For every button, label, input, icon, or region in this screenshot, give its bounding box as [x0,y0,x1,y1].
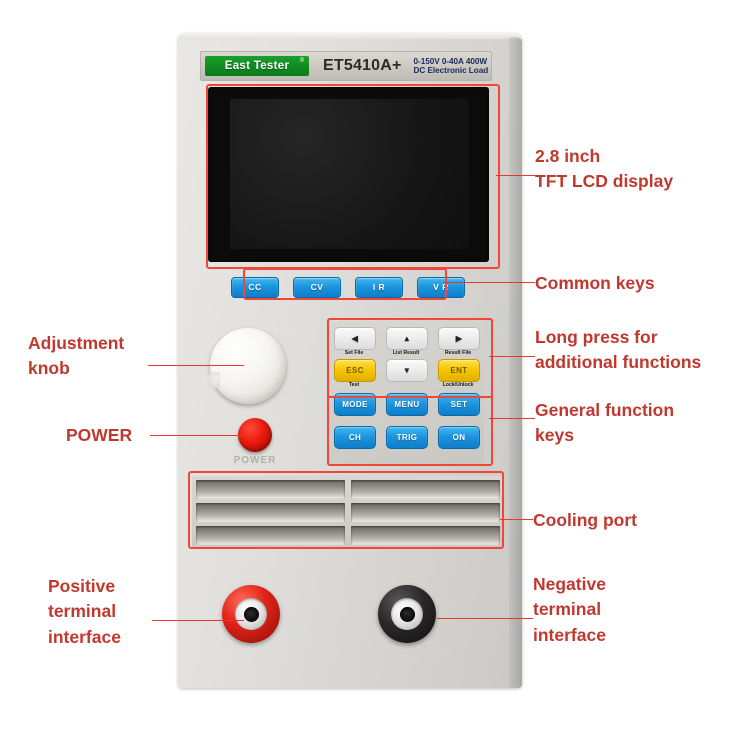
common-key-cc[interactable]: CC [231,276,279,298]
annotation-lcd-line1: 2.8 inch [535,146,601,166]
spec-type: DC Electronic Load [413,66,489,75]
list-result-label: List Result [392,350,420,356]
leader-line-general-keys [489,418,535,419]
set-button[interactable]: SET [438,393,480,416]
annotation-adjustment-knob: Adjustment knob [28,331,148,382]
vent-row [196,480,500,499]
knob-notch [208,372,220,388]
common-key-vr[interactable]: V R [417,276,465,298]
adjustment-knob[interactable] [208,328,286,404]
negative-terminal-ring [391,598,423,630]
positive-terminal-ring [235,598,267,630]
ch-button[interactable]: CH [334,426,376,449]
left-arrow-button[interactable]: ◀ [334,327,376,350]
device-top-edge [178,33,522,39]
trig-button[interactable]: TRIG [386,426,428,449]
power-silkscreen-label: POWER [233,455,277,466]
device-side-wall [509,37,522,688]
annotation-adjustment-line1: Adjustment [28,333,125,353]
annotation-cooling-port: Cooling port [533,510,638,530]
annotation-positive-terminal: Positive terminal interface [48,574,121,650]
trademark-symbol: ® [299,58,304,64]
leader-line-lcd [496,175,538,176]
on-button[interactable]: ON [438,426,480,449]
vent-slot [196,503,345,522]
brand-name: East Tester [224,60,290,72]
annotation-general-keys: General function keys [535,398,674,449]
common-keys-row: CC CV I R V R [223,271,473,303]
ent-button[interactable]: ENT [438,359,480,382]
device-body: East Tester ® ET5410A+ 0-150V 0-40A 400W… [178,33,522,688]
annotation-positive-line2: terminal [48,601,117,622]
vent-row [196,503,500,522]
up-arrow-button[interactable]: ▲ [386,327,428,350]
annotation-lcd: 2.8 inch TFT LCD display [535,144,673,195]
leader-line-adjustment-knob [148,365,244,366]
test-label: Test [348,382,360,388]
vent-slot [196,526,345,545]
vent-slot [351,526,500,545]
keypad-panel: ◀ ▲ ▶ Set File List Result Result File E… [328,321,484,466]
esc-button[interactable]: ESC [334,359,376,382]
annotation-long-press-line1: Long press for [535,327,658,347]
annotation-negative-line2: terminal [533,599,602,620]
annotation-long-press-line2: additional functions [535,352,702,373]
leader-line-long-press [489,356,535,357]
annotation-general-keys-line2: keys [535,425,574,446]
lcd-bezel [208,87,489,262]
annotation-power: POWER [66,425,133,445]
annotation-positive-line3: interface [48,626,121,647]
spec-block: 0-150V 0-40A 400W DC Electronic Load [414,57,489,75]
model-number: ET5410A+ [323,57,402,74]
down-arrow-button[interactable]: ▼ [386,359,428,382]
menu-button[interactable]: MENU [386,393,428,416]
brand-logo: East Tester ® [205,56,309,76]
annotation-positive-line1: Positive [48,576,116,596]
tft-lcd-display[interactable] [230,99,469,249]
annotation-lcd-line2: TFT LCD display [535,171,674,192]
vent-row [196,526,500,545]
vent-slot [351,480,500,499]
mode-button[interactable]: MODE [334,393,376,416]
result-file-label: Result File [444,350,472,356]
annotation-general-keys-line1: General function [535,400,675,420]
vent-slot [196,480,345,499]
positive-terminal-hole [243,606,259,622]
annotation-negative-line1: Negative [533,574,606,594]
leader-line-negative [437,618,533,619]
annotation-common-keys: Common keys [535,273,655,293]
leader-line-common-keys [443,282,535,283]
annotation-long-press: Long press for additional functions [535,325,701,376]
annotation-negative-terminal: Negative terminal interface [533,572,606,648]
vent-slot [351,503,500,522]
positive-terminal[interactable] [222,585,280,643]
leader-line-positive [152,620,244,621]
annotation-adjustment-line2: knob [28,358,70,379]
common-key-cv[interactable]: CV [293,276,341,298]
common-key-ir[interactable]: I R [355,276,403,298]
set-file-label: Set File [344,350,364,356]
lock-unlock-label: Lock/Unlock [442,382,474,388]
right-arrow-button[interactable]: ▶ [438,327,480,350]
spec-rating: 0-150V 0-40A 400W [413,56,488,66]
annotation-negative-line3: interface [533,624,606,645]
leader-line-cooling-port [500,519,533,520]
cooling-port [192,476,504,549]
negative-terminal-hole [399,606,415,622]
negative-terminal[interactable] [378,585,436,643]
leader-line-power [150,435,245,436]
brand-plate: East Tester ® ET5410A+ 0-150V 0-40A 400W… [200,51,492,81]
